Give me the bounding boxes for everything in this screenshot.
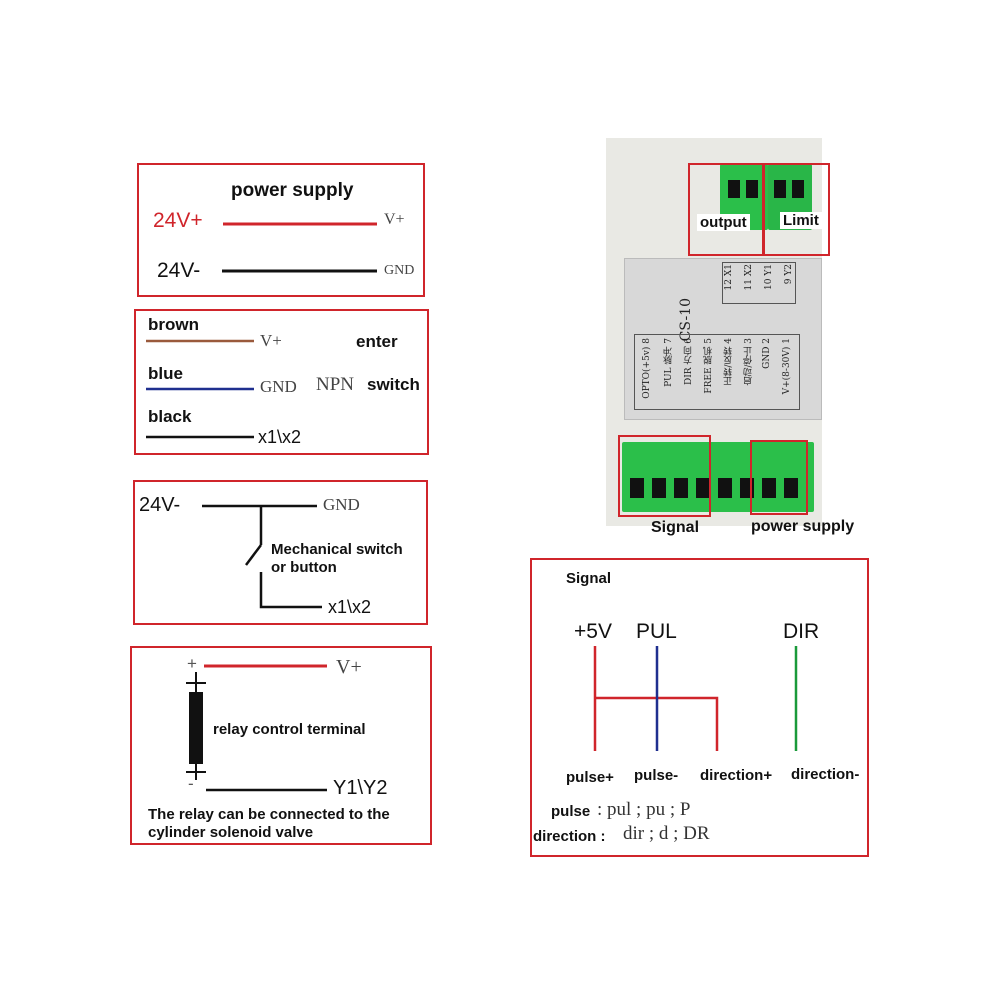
relay-v-terminal: V+ (336, 656, 362, 678)
device-signal-label: Signal (651, 519, 700, 536)
limit-highlight (763, 163, 830, 256)
blue-wire-label: blue (148, 364, 183, 383)
output-label: output (697, 214, 750, 231)
npn-switch-panel (134, 309, 429, 455)
power-neg-label: 24V- (157, 259, 201, 282)
power-highlight (750, 440, 808, 515)
pul-label: PUL (636, 620, 677, 643)
label-plate (624, 258, 822, 420)
mechanical-switch-panel (133, 480, 428, 625)
screw-slot (696, 478, 710, 498)
signal-panel (530, 558, 869, 857)
pulse-plus-label: pulse+ (566, 769, 614, 786)
screw-slot (728, 180, 740, 198)
pulse-minus-label: pulse- (634, 767, 679, 784)
relay-note-line-1: The relay can be connected to the (148, 806, 390, 823)
screw-slot (792, 180, 804, 198)
mech-gnd-terminal: GND (323, 495, 360, 514)
relay-control-label: relay control terminal (213, 721, 366, 738)
top-pin-grid (722, 262, 796, 304)
device-power-label: power supply (751, 518, 855, 535)
relay-coil (189, 692, 203, 764)
brown-wire-label: brown (148, 315, 199, 334)
common-wire (595, 696, 719, 751)
power-supply-panel (137, 163, 425, 297)
pulse-aliases-label: pulse (551, 803, 591, 820)
black-terminal: x1\x2 (258, 427, 302, 447)
mech-x-terminal: x1\x2 (328, 597, 372, 617)
signal-highlight (618, 435, 711, 517)
limit-label: Limit (780, 212, 822, 229)
power-supply-title: power supply (231, 180, 354, 201)
relay-panel (130, 646, 432, 845)
dir-label: DIR (783, 620, 820, 643)
relay-note-line-2: cylinder solenoid valve (148, 824, 314, 841)
screw-slot (746, 180, 758, 198)
signal-terminal-block (622, 442, 814, 512)
switch-label: switch (367, 375, 420, 394)
direction-aliases-label: direction : (533, 828, 606, 845)
screw-slot (784, 478, 798, 498)
mech-switch-label-2: or button (271, 559, 337, 576)
signal-title: Signal (566, 570, 612, 587)
bottom-pin-grid (634, 334, 800, 410)
power-pos-label: 24V+ (153, 209, 203, 232)
mech-switch-label-1: Mechanical switch (271, 541, 403, 558)
brown-terminal: V+ (260, 331, 282, 350)
screw-slot (630, 478, 644, 498)
screw-slot (762, 478, 776, 498)
blue-terminal: GND (260, 377, 297, 396)
pulse-aliases-values: : pul ; pu ; P (597, 799, 691, 820)
screw-slot (718, 478, 732, 498)
mech-neg-label: 24V- (139, 494, 181, 516)
mech-x-wire (259, 572, 322, 609)
screw-slot (652, 478, 666, 498)
enter-label: enter (356, 332, 398, 351)
screw-slot (674, 478, 688, 498)
mech-switch-lever (245, 544, 262, 566)
power-pos-terminal: V+ (384, 211, 405, 228)
relay-y-terminal: Y1\Y2 (333, 777, 388, 799)
relay-minus-sign: - (188, 774, 194, 793)
relay-plus-sign: + (187, 654, 197, 673)
direction-aliases-values: dir ; d ; DR (623, 823, 710, 844)
screw-slot (774, 180, 786, 198)
power-neg-terminal: GND (384, 263, 415, 278)
direction-minus-label: direction- (791, 766, 860, 783)
v5-label: +5V (574, 620, 612, 643)
direction-plus-label: direction+ (700, 767, 773, 784)
cs10-controller-board: 9 Y2 10 Y1 11 X2 12 X1 CS-10 V+(8-30V) 1… (606, 138, 822, 526)
npn-label: NPN (316, 374, 355, 395)
black-wire-label: black (148, 407, 192, 426)
